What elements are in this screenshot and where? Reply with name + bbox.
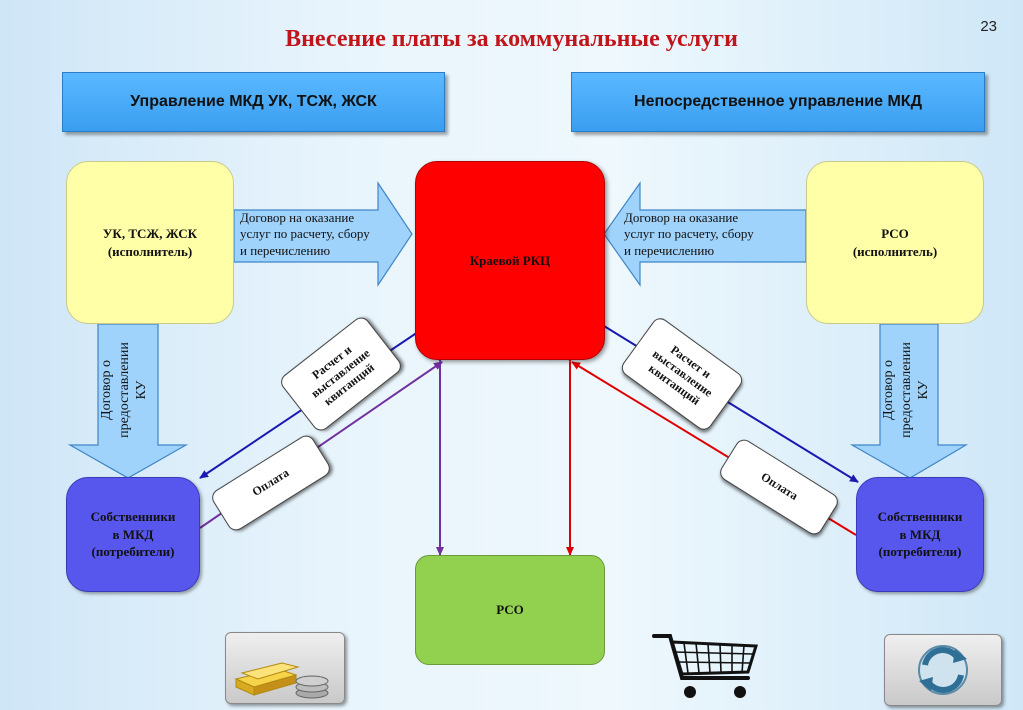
rso-executor-role: (исполнитель) bbox=[852, 243, 938, 259]
service-arrow-right bbox=[849, 323, 969, 479]
service-left-line3: КУ bbox=[134, 380, 149, 400]
header-right-label: Непосредственное управление МКД bbox=[634, 93, 922, 110]
owners-right-box: Собственники в МКД (потребители) bbox=[856, 477, 984, 592]
owners-right-line1: Собственники bbox=[877, 509, 963, 525]
service-right-line2: предоставлении bbox=[898, 342, 914, 438]
uk-executor-box: УК, ТСЖ, ЖСК (исполнитель) bbox=[66, 161, 234, 324]
header-left: Управление МКД УК, ТСЖ, ЖСК bbox=[62, 72, 445, 132]
contract-left-text: Договор на оказание услуг по расчету, сб… bbox=[240, 210, 410, 259]
service-left-line2: предоставлении bbox=[116, 342, 132, 438]
contract-left-line1: Договор на оказание bbox=[240, 210, 355, 225]
gold-coins-icon bbox=[234, 662, 329, 699]
rkc-label: Краевой РКЦ bbox=[469, 252, 551, 268]
owners-right-line2: в МКД bbox=[899, 526, 941, 542]
page-title: Внесение платы за коммунальные услуги bbox=[285, 26, 738, 52]
owners-left-line1: Собственники bbox=[90, 509, 176, 525]
gold-coins-button[interactable] bbox=[225, 632, 345, 704]
contract-right-line3: и перечислению bbox=[624, 242, 715, 258]
owners-right-line3: (потребители) bbox=[878, 544, 962, 560]
slide-number: 23 bbox=[980, 18, 997, 35]
shopping-cart-icon[interactable] bbox=[652, 628, 764, 702]
contract-arrow-right bbox=[603, 181, 807, 287]
service-arrow-left bbox=[67, 323, 189, 479]
recycle-button[interactable] bbox=[884, 634, 1002, 706]
contract-left-line3: и перечислению bbox=[240, 242, 331, 258]
service-left-text: Договор о предоставлении КУ bbox=[98, 320, 158, 460]
rso-box: РСО bbox=[415, 555, 605, 665]
contract-arrow-left bbox=[233, 181, 413, 287]
rso-executor-label: РСО bbox=[881, 225, 909, 241]
owners-left-line3: (потребители) bbox=[91, 544, 175, 560]
rkc-box: Краевой РКЦ bbox=[415, 161, 605, 360]
service-left-line1: Договор о bbox=[99, 360, 114, 420]
owners-left-line2: в МКД bbox=[112, 526, 154, 542]
service-right-line1: Договор о bbox=[881, 360, 896, 420]
owners-left-box: Собственники в МКД (потребители) bbox=[66, 477, 200, 592]
contract-left-line2: услуг по расчету, сбору bbox=[240, 226, 370, 242]
payment-left-text: Оплата bbox=[249, 465, 292, 499]
rso-label: РСО bbox=[496, 602, 524, 618]
payment-right-text: Оплата bbox=[758, 469, 801, 503]
header-left-label: Управление МКД УК, ТСЖ, ЖСК bbox=[130, 93, 377, 110]
rso-executor-box: РСО (исполнитель) bbox=[806, 161, 984, 324]
uk-role: (исполнитель) bbox=[107, 243, 193, 259]
recycle-arrows-icon bbox=[918, 645, 968, 695]
service-right-text: Договор о предоставлении КУ bbox=[880, 320, 940, 460]
header-right: Непосредственное управление МКД bbox=[571, 72, 985, 132]
uk-label: УК, ТСЖ, ЖСК bbox=[102, 225, 198, 241]
contract-right-line1: Договор на оказание bbox=[624, 210, 739, 225]
service-right-line3: КУ bbox=[916, 380, 931, 400]
contract-right-line2: услуг по расчету, сбору bbox=[624, 226, 754, 242]
contract-right-text: Договор на оказание услуг по расчету, сб… bbox=[624, 210, 799, 259]
